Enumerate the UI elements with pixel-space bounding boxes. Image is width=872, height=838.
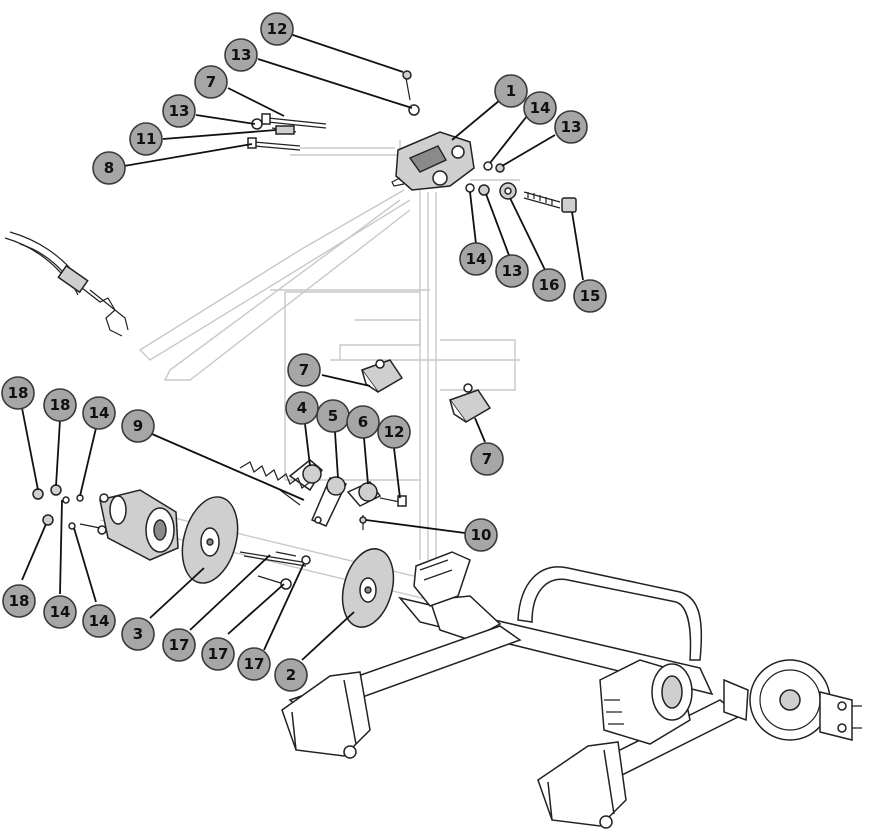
callout-17-mid: 17 — [201, 637, 235, 671]
svg-text:15: 15 — [580, 287, 601, 305]
callout-14-upper-left: 14 — [82, 396, 116, 430]
svg-text:4: 4 — [297, 399, 307, 417]
svg-text:13: 13 — [231, 46, 252, 64]
svg-text:6: 6 — [358, 413, 368, 431]
svg-text:13: 13 — [561, 118, 582, 136]
callout-12-top: 12 — [260, 12, 294, 46]
svg-text:14: 14 — [89, 404, 110, 422]
svg-text:18: 18 — [9, 592, 30, 610]
hub-fasteners-left — [32, 484, 311, 590]
svg-text:14: 14 — [89, 612, 110, 630]
callout-14-bottom-left: 14 — [43, 595, 77, 629]
callout-13-top: 13 — [224, 38, 258, 72]
brake-caliper — [391, 131, 475, 191]
svg-text:14: 14 — [466, 250, 487, 268]
callout-17-left: 17 — [162, 628, 196, 662]
callout-8-left: 8 — [92, 151, 126, 185]
wheel-hub — [97, 489, 179, 561]
callout-3: 3 — [121, 617, 155, 651]
callout-4: 4 — [285, 391, 319, 425]
svg-text:16: 16 — [539, 276, 560, 294]
callout-14-bottom: 14 — [82, 604, 116, 638]
svg-text:7: 7 — [299, 361, 309, 379]
brake-cable — [4, 231, 129, 337]
callout-5: 5 — [316, 399, 350, 433]
callout-8-top: 7 — [194, 65, 228, 99]
callout-13-right: 13 — [554, 110, 588, 144]
svg-text:9: 9 — [133, 417, 143, 435]
svg-text:18: 18 — [50, 396, 71, 414]
brake-disc-left — [181, 496, 239, 584]
svg-text:17: 17 — [169, 636, 190, 654]
callout-14-top: 14 — [523, 91, 557, 125]
cam-lever-5 — [311, 476, 348, 527]
callout-6: 6 — [346, 405, 380, 439]
svg-text:10: 10 — [471, 526, 492, 544]
svg-text:17: 17 — [244, 655, 265, 673]
callout-13-bottom: 13 — [495, 254, 529, 288]
callout-10: 10 — [464, 518, 498, 552]
brake-pad-upper — [360, 359, 404, 393]
svg-text:14: 14 — [530, 99, 551, 117]
brake-pad-lower — [448, 383, 492, 423]
svg-text:14: 14 — [50, 603, 71, 621]
callout-2: 2 — [274, 658, 308, 692]
callout-17-right: 17 — [237, 647, 271, 681]
svg-text:17: 17 — [208, 645, 229, 663]
callout-14-mid: 14 — [459, 242, 493, 276]
callout-11: 11 — [129, 122, 163, 156]
callout-9: 9 — [121, 409, 155, 443]
callout-15: 15 — [573, 279, 607, 313]
callout-7-lower: 7 — [470, 442, 504, 476]
svg-text:5: 5 — [328, 407, 338, 425]
cam-lever-6 — [346, 481, 407, 507]
callout-7-upper: 7 — [287, 353, 321, 387]
svg-text:12: 12 — [384, 423, 405, 441]
svg-text:1: 1 — [506, 82, 516, 100]
callout-1: 1 — [494, 74, 528, 108]
svg-text:7: 7 — [482, 450, 492, 468]
callout-12-mid: 12 — [377, 415, 411, 449]
kart-frame — [281, 551, 862, 829]
callout-18-far-left: 18 — [1, 376, 35, 410]
svg-text:13: 13 — [169, 102, 190, 120]
leader-lines — [21, 33, 584, 661]
pin — [359, 515, 367, 530]
svg-text:8: 8 — [104, 159, 114, 177]
spring — [239, 461, 311, 506]
svg-text:11: 11 — [136, 130, 157, 148]
callout-18-bottom: 18 — [2, 584, 36, 618]
callout-16: 16 — [532, 268, 566, 302]
brake-disc-right — [341, 548, 395, 628]
svg-text:2: 2 — [286, 666, 296, 684]
svg-text:7: 7 — [206, 73, 216, 91]
svg-text:18: 18 — [8, 384, 29, 402]
svg-text:12: 12 — [267, 20, 288, 38]
callout-13-left: 13 — [162, 94, 196, 128]
cam-lever-4 — [288, 459, 323, 492]
svg-text:13: 13 — [502, 262, 523, 280]
svg-text:3: 3 — [133, 625, 143, 643]
callout-18-left: 18 — [43, 388, 77, 422]
